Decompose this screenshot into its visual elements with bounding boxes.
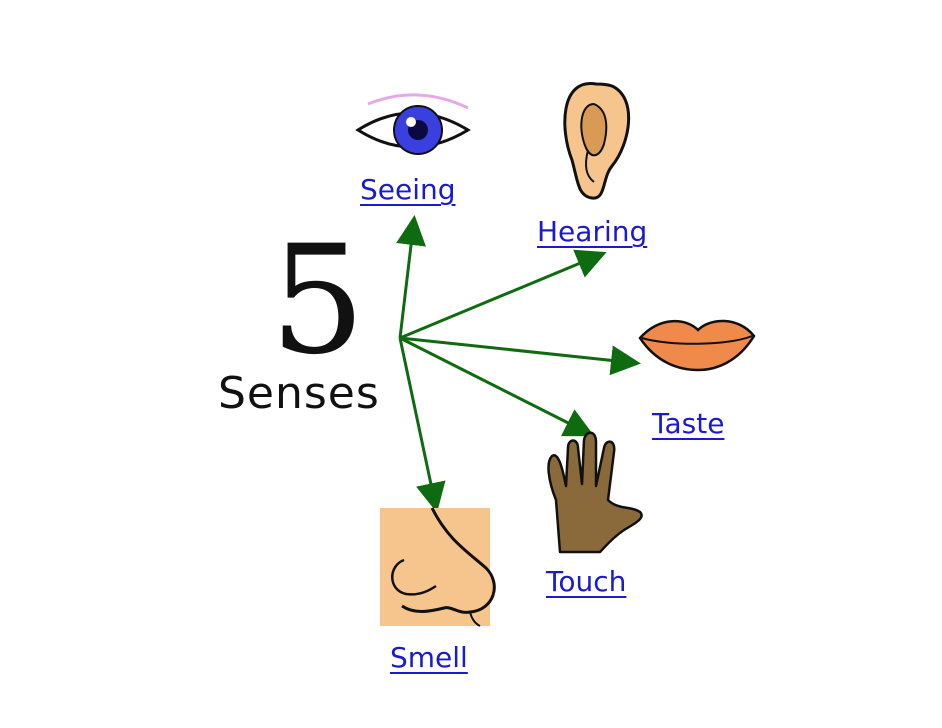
- hearing-link[interactable]: Hearing: [537, 215, 648, 248]
- number-five: 5: [270, 214, 366, 388]
- seeing-link[interactable]: Seeing: [360, 173, 456, 206]
- hand-icon: [547, 431, 643, 554]
- touch-link[interactable]: Touch: [546, 565, 627, 598]
- arrow-to-smell: [398, 337, 446, 513]
- arrows: [396, 215, 641, 513]
- arrow-to-taste: [399, 336, 641, 376]
- eye-icon: [355, 93, 471, 155]
- nose-icon: [380, 507, 496, 627]
- arrow-to-touch: [399, 336, 595, 437]
- smell-link[interactable]: Smell: [390, 641, 468, 674]
- senses-title: Senses: [218, 368, 380, 419]
- ear-icon: [563, 82, 631, 200]
- taste-link[interactable]: Taste: [652, 407, 725, 440]
- arrow-to-seeing: [396, 215, 426, 339]
- arrow-to-hearing: [399, 249, 607, 340]
- lips-icon: [638, 319, 756, 372]
